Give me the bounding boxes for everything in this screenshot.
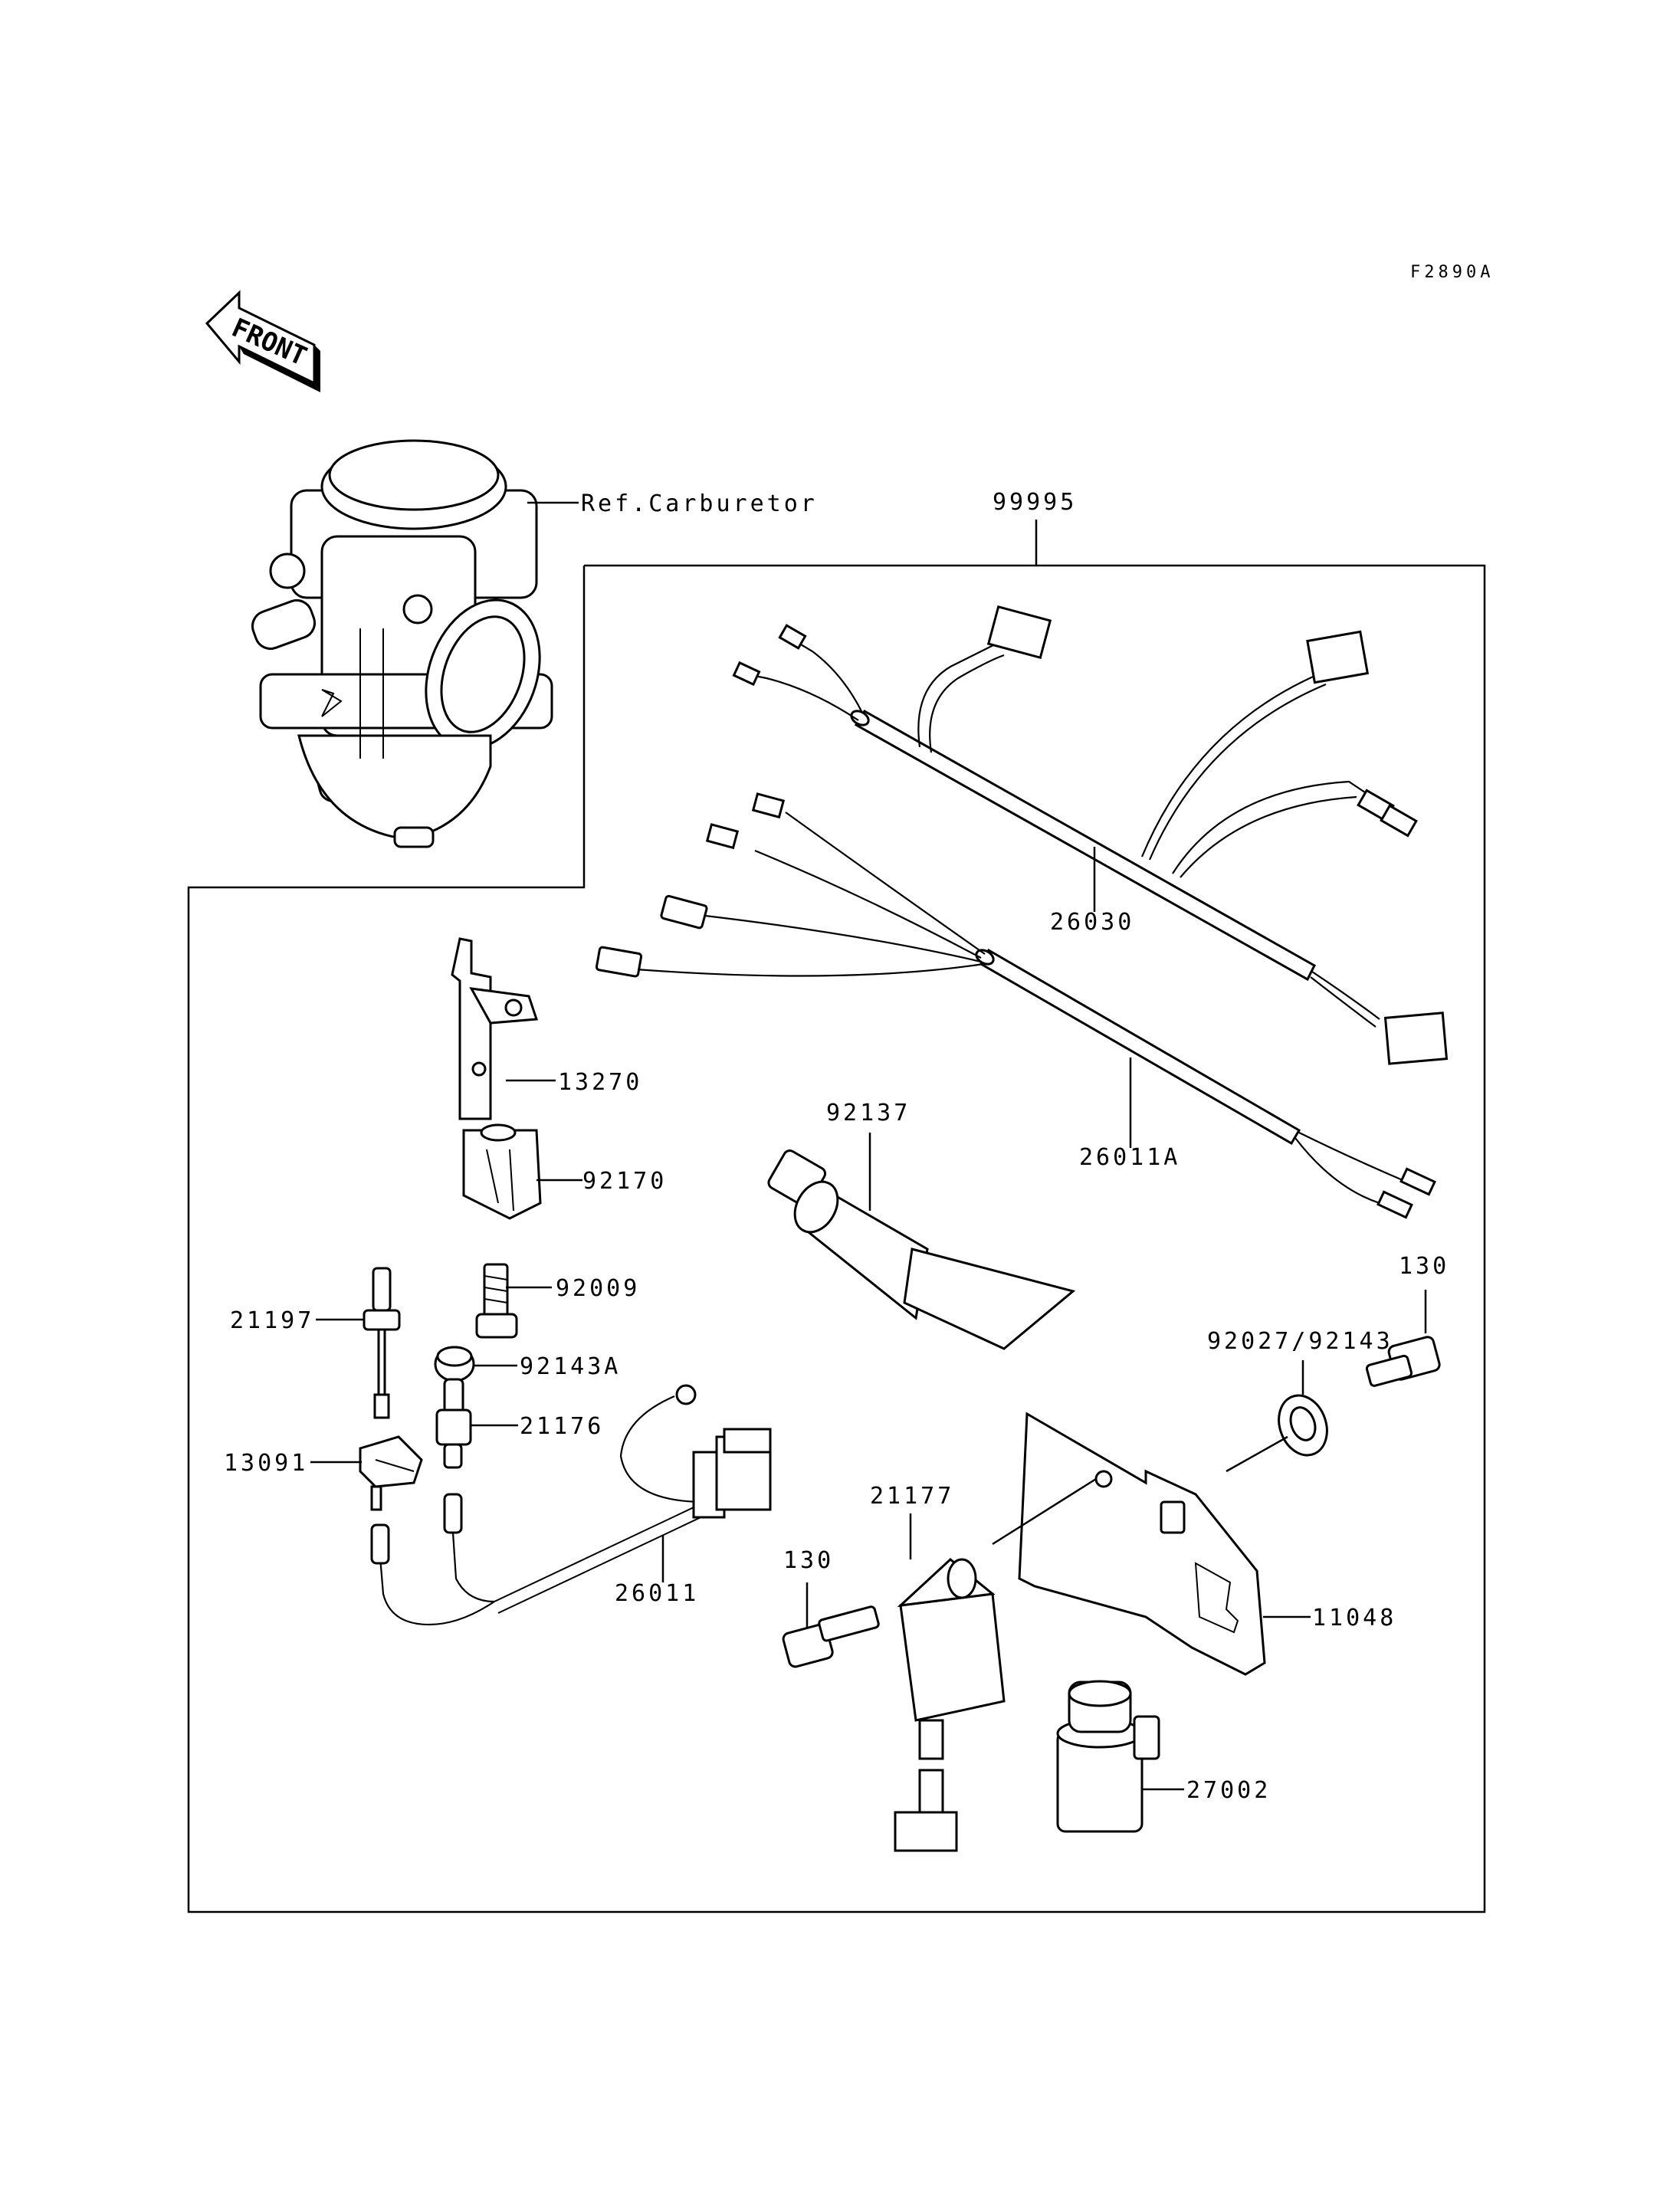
bracket-11048 bbox=[1018, 1412, 1266, 1676]
callout-27002: 27002 bbox=[1186, 1777, 1271, 1804]
bolt-130-lower bbox=[782, 1605, 880, 1668]
callout-92137: 92137 bbox=[826, 1100, 911, 1126]
callout-11048: 11048 bbox=[1312, 1605, 1396, 1631]
grease-tube-92137 bbox=[767, 1149, 1076, 1350]
callout-13091: 13091 bbox=[224, 1450, 308, 1477]
grommet-92027 bbox=[1278, 1394, 1328, 1457]
drawing-code: F2890A bbox=[1410, 263, 1494, 282]
callout-13270: 13270 bbox=[558, 1069, 642, 1096]
callout-26011: 26011 bbox=[615, 1580, 699, 1607]
callout-92027-92143: 92027/92143 bbox=[1207, 1328, 1393, 1355]
screw-92009 bbox=[475, 1263, 518, 1339]
callout-92170: 92170 bbox=[582, 1168, 667, 1195]
kit-outline bbox=[187, 564, 1486, 1913]
washer-92143a bbox=[434, 1346, 475, 1382]
sensor-21197 bbox=[363, 1267, 401, 1419]
callout-130-upper: 130 bbox=[1399, 1253, 1449, 1280]
carburetor-illustration bbox=[251, 439, 553, 848]
callout-92143a: 92143A bbox=[520, 1353, 621, 1380]
solenoid-27002 bbox=[1056, 1680, 1160, 1833]
bracket-13270 bbox=[451, 937, 539, 1120]
callout-26030: 26030 bbox=[1050, 909, 1134, 936]
clamp-92170 bbox=[462, 1123, 542, 1220]
front-arrow-icon: FRONT bbox=[205, 290, 320, 392]
callout-26011a: 26011A bbox=[1079, 1144, 1180, 1171]
callout-21177: 21177 bbox=[870, 1483, 954, 1510]
harness-26011a bbox=[595, 792, 1436, 1219]
callout-21197: 21197 bbox=[230, 1307, 314, 1334]
harness-26011 bbox=[370, 1384, 772, 1626]
clip-13091 bbox=[359, 1435, 423, 1511]
callout-21176: 21176 bbox=[520, 1413, 604, 1440]
callout-92009: 92009 bbox=[556, 1275, 640, 1302]
switch-21176 bbox=[435, 1378, 472, 1469]
harness-26030 bbox=[732, 605, 1449, 1065]
kit-label: 99995 bbox=[993, 489, 1077, 516]
callout-130-lower: 130 bbox=[783, 1547, 834, 1574]
bolt-130-upper bbox=[1365, 1336, 1441, 1387]
carburetor-ref-label: Ref.Carburetor bbox=[581, 490, 818, 517]
unit-21177 bbox=[894, 1558, 1006, 1852]
